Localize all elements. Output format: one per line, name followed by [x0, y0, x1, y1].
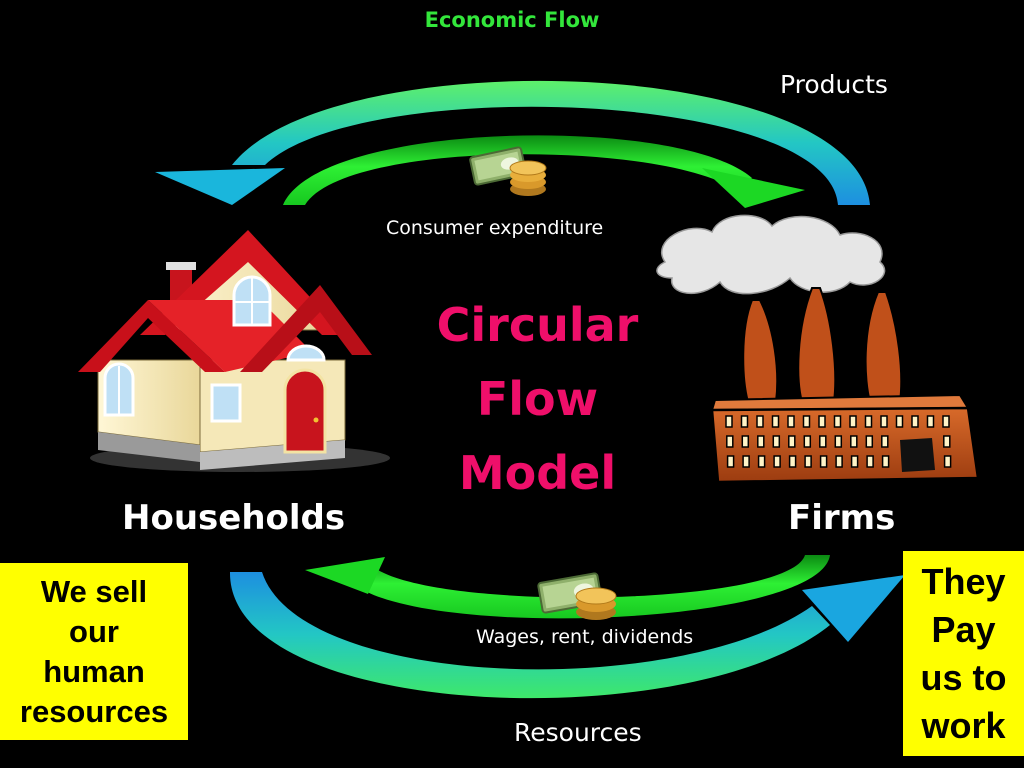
- factory-window: [819, 435, 827, 448]
- factory-window: [742, 455, 750, 468]
- note-line: We sell: [40, 573, 148, 609]
- factory-window: [819, 455, 828, 468]
- factory-window: [787, 415, 795, 428]
- factory-window: [895, 415, 904, 428]
- factory-window: [757, 455, 766, 468]
- factory-window: [804, 455, 812, 468]
- money-icon: [537, 572, 617, 620]
- center-title: Circular Flow Model: [400, 288, 675, 510]
- factory-window: [802, 415, 811, 428]
- products-label: Products: [780, 70, 888, 99]
- diagram-title: Economic Flow: [424, 8, 600, 32]
- note-line: They: [921, 560, 1006, 602]
- center-title-line: Model: [458, 446, 617, 500]
- factory-window: [942, 415, 950, 428]
- factory-window: [833, 415, 842, 428]
- factory-window: [803, 435, 812, 448]
- factory-window: [726, 455, 735, 468]
- note-line: us to: [920, 656, 1007, 698]
- factory-window: [835, 455, 843, 468]
- factory-window: [850, 455, 859, 468]
- firms-note: They Pay us to work: [903, 551, 1024, 756]
- factory-window: [757, 435, 765, 448]
- wages-label: Wages, rent, dividends: [476, 626, 694, 648]
- factory-window: [772, 435, 781, 448]
- factory-window: [911, 415, 919, 428]
- resources-arrow: [229, 572, 905, 699]
- factory-window: [880, 415, 888, 428]
- factory-icon: [656, 214, 980, 484]
- factory-window: [726, 435, 734, 448]
- factory-window: [926, 415, 935, 428]
- house-icon: [78, 230, 390, 472]
- factory-windows: [725, 415, 952, 468]
- factory-window: [881, 435, 889, 448]
- resources-label: Resources: [514, 718, 642, 747]
- factory-window: [943, 455, 952, 468]
- firms-label: Firms: [788, 498, 896, 538]
- factory-window: [864, 415, 873, 428]
- households-note: We sell our human resources: [0, 563, 188, 740]
- center-title-line: Circular: [436, 298, 639, 352]
- factory-window: [741, 435, 750, 448]
- note-line: human: [43, 653, 145, 689]
- factory-window: [818, 415, 826, 428]
- factory-window: [788, 455, 797, 468]
- factory-window: [866, 455, 874, 468]
- factory-window: [740, 415, 749, 428]
- consumer-expenditure-arrow: [283, 135, 805, 208]
- factory-window: [773, 455, 781, 468]
- factory-window: [850, 435, 858, 448]
- money-icon: [469, 146, 547, 196]
- note-line: our: [69, 613, 119, 649]
- factory-window: [756, 415, 764, 428]
- factory-window: [725, 415, 733, 428]
- factory-window: [771, 415, 780, 428]
- center-title-line: Flow: [476, 372, 599, 426]
- factory-window: [788, 435, 796, 448]
- factory-window: [834, 435, 843, 448]
- factory-window: [865, 435, 874, 448]
- households-label: Households: [122, 498, 346, 538]
- factory-window: [881, 455, 890, 468]
- consumer-expenditure-label: Consumer expenditure: [386, 217, 604, 239]
- factory-window: [849, 415, 857, 428]
- factory-window: [943, 435, 951, 448]
- note-line: resources: [19, 693, 169, 729]
- note-line: work: [921, 704, 1006, 746]
- note-line: Pay: [931, 608, 996, 650]
- wages-arrow: [305, 555, 830, 619]
- products-arrow: [155, 80, 870, 205]
